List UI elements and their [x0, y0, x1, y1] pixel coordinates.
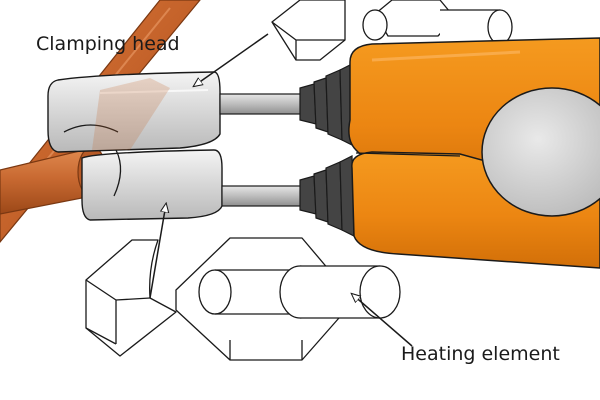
- clamping-head: [47, 71, 223, 221]
- lower-heating-element-lineart: [85, 237, 401, 361]
- rubber-boots: [299, 63, 355, 237]
- clamping-head-label: Clamping head: [36, 33, 180, 55]
- callout-arrows: [149, 33, 413, 347]
- connecting-rods: [219, 93, 303, 207]
- clamping-head-arrow: [194, 33, 269, 86]
- clamp-lower-arrow: [149, 204, 166, 299]
- heating-element-arrow: [352, 294, 413, 347]
- handle-grip: [481, 87, 600, 217]
- heating-element-label: Heating element: [401, 343, 560, 365]
